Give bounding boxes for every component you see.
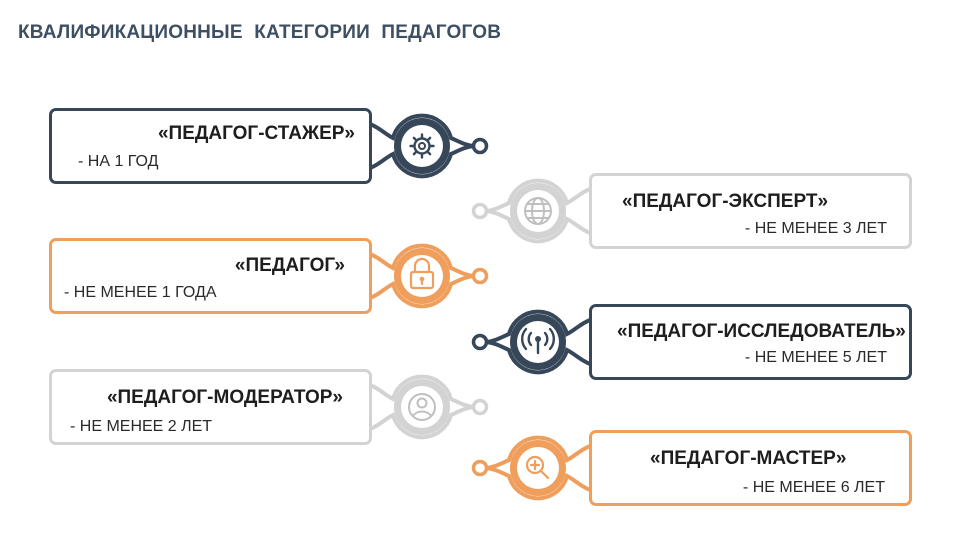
- connector-master: [471, 435, 591, 501]
- broadcast-icon: [521, 327, 555, 355]
- category-term: - НЕ МЕНЕЕ 3 ЛЕТ: [744, 220, 887, 237]
- lock-icon: [409, 257, 435, 290]
- category-term: - НЕ МЕНЕЕ 6 ЛЕТ: [742, 479, 885, 496]
- card-moderator: «ПЕДАГОГ-МОДЕРАТОР» - НЕ МЕНЕЕ 2 ЛЕТ: [49, 369, 372, 445]
- category-name: «ПЕДАГОГ-ИССЛЕДОВАТЕЛЬ»: [617, 321, 906, 342]
- card-master: «ПЕДАГОГ-МАСТЕР» - НЕ МЕНЕЕ 6 ЛЕТ: [589, 430, 912, 506]
- card-pedagog: «ПЕДАГОГ» - НЕ МЕНЕЕ 1 ГОДА: [49, 238, 372, 314]
- user-icon: [408, 393, 436, 421]
- category-name: «ПЕДАГОГ-ЭКСПЕРТ»: [622, 191, 829, 212]
- card-ekspert: «ПЕДАГОГ-ЭКСПЕРТ» - НЕ МЕНЕЕ 3 ЛЕТ: [589, 173, 912, 249]
- connector-stazher: [369, 113, 489, 179]
- connector-issledovatel: [471, 309, 591, 375]
- category-term: - НЕ МЕНЕЕ 1 ГОДА: [64, 284, 217, 301]
- connector-ekspert: [471, 178, 591, 244]
- category-name: «ПЕДАГОГ-МАСТЕР»: [650, 448, 847, 469]
- category-term: - НЕ МЕНЕЕ 2 ЛЕТ: [70, 418, 213, 435]
- category-name: «ПЕДАГОГ»: [234, 255, 345, 276]
- category-name: «ПЕДАГОГ-МОДЕРАТОР»: [106, 387, 343, 408]
- connector-pedagog: [369, 243, 489, 309]
- category-term: - НЕ МЕНЕЕ 5 ЛЕТ: [744, 349, 887, 366]
- category-term: - НА 1 ГОД: [78, 153, 159, 170]
- category-name: «ПЕДАГОГ-СТАЖЕР»: [157, 123, 355, 144]
- card-stazher: «ПЕДАГОГ-СТАЖЕР» - НА 1 ГОД: [49, 108, 372, 184]
- card-issledovatel: «ПЕДАГОГ-ИССЛЕДОВАТЕЛЬ» - НЕ МЕНЕЕ 5 ЛЕТ: [589, 304, 912, 380]
- globe-icon: [524, 197, 552, 225]
- page-title: КВАЛИФИКАЦИОННЫЕ КАТЕГОРИИ ПЕДАГОГОВ: [18, 22, 502, 43]
- search-icon: [525, 455, 550, 480]
- connector-moderator: [369, 374, 489, 440]
- gear-icon: [409, 133, 435, 159]
